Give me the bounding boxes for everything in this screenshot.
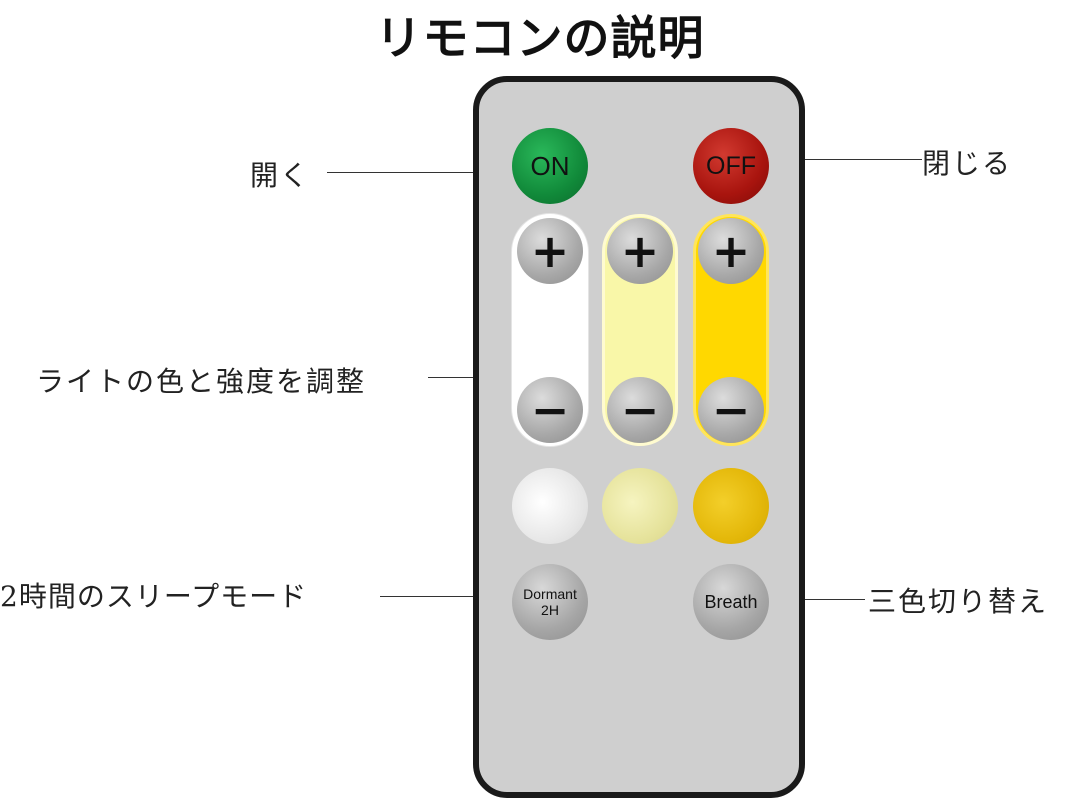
label-sleep: 2時間のスリープモード bbox=[0, 580, 308, 613]
yellow-color-button[interactable] bbox=[693, 468, 769, 544]
dormant-hours-label: 2H bbox=[541, 602, 559, 618]
white-plus-button[interactable]: + bbox=[517, 218, 583, 284]
leader-line-open bbox=[327, 172, 473, 173]
leader-line-sleep bbox=[380, 596, 473, 597]
leader-line-switch bbox=[805, 599, 865, 600]
white-color-button[interactable] bbox=[512, 468, 588, 544]
warm-color-button[interactable] bbox=[602, 468, 678, 544]
warm-plus-button[interactable]: + bbox=[607, 218, 673, 284]
label-switch: 三色切り替え bbox=[868, 585, 1049, 618]
breath-button[interactable]: Breath bbox=[693, 564, 769, 640]
leader-line-adjust bbox=[428, 377, 473, 378]
warm-minus-button[interactable]: − bbox=[607, 377, 673, 443]
white-minus-button[interactable]: − bbox=[517, 377, 583, 443]
dormant-label: Dormant bbox=[523, 586, 577, 602]
leader-line-close bbox=[805, 159, 922, 160]
label-open: 開く bbox=[250, 159, 311, 192]
yellow-minus-button[interactable]: − bbox=[698, 377, 764, 443]
breath-label: Breath bbox=[704, 591, 758, 612]
page-title: リモコンの説明 bbox=[375, 11, 705, 65]
off-button[interactable]: OFF bbox=[693, 128, 769, 204]
label-close: 閉じる bbox=[922, 147, 1013, 180]
yellow-plus-button[interactable]: + bbox=[698, 218, 764, 284]
label-adjust: ライトの色と強度を調整 bbox=[36, 365, 367, 398]
dormant-2h-button[interactable]: Dormant 2H bbox=[512, 564, 588, 640]
on-button[interactable]: ON bbox=[512, 128, 588, 204]
